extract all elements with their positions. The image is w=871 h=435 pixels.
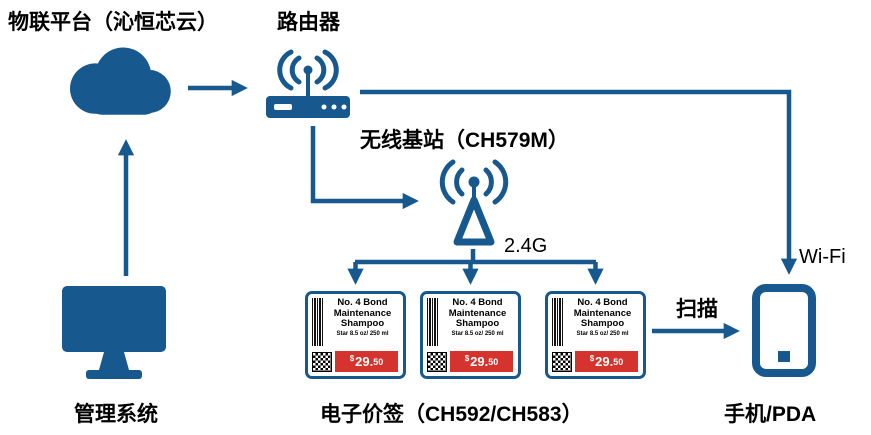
rf-band-label: 2.4G: [504, 235, 548, 257]
router-icon: [266, 49, 350, 118]
tag-title: No. 4 Bond Maintenance Shampoo Star 8.5 …: [442, 297, 513, 346]
price-tag: No. 4 Bond Maintenance Shampoo Star 8.5 …: [545, 291, 646, 379]
price-cents: 50: [373, 356, 384, 367]
price-currency: $: [349, 354, 355, 363]
computer-icon: [62, 286, 166, 379]
tag-title-line3: Shampoo: [455, 318, 500, 330]
basestation-label: 无线基站（CH579M）: [360, 129, 569, 152]
phone-label: 手机/PDA: [724, 403, 817, 426]
tag-top: No. 4 Bond Maintenance Shampoo Star 8.5 …: [427, 297, 513, 346]
price-badge: $ 29. 50: [450, 351, 513, 372]
tag-title-line3: Shampoo: [580, 318, 625, 330]
tag-title: No. 4 Bond Maintenance Shampoo Star 8.5 …: [327, 297, 398, 346]
esl-label: 电子价签（CH592/CH583）: [320, 403, 583, 426]
tag-title-line2: Maintenance: [573, 307, 632, 319]
tag-subtitle: Star 8.5 oz/ 250 ml: [576, 330, 629, 337]
price-currency: $: [464, 354, 470, 363]
price-main: 29.: [470, 354, 489, 369]
scan-label: 扫描: [676, 298, 718, 321]
qr-code-icon: [552, 352, 572, 372]
tag-subtitle: Star 8.5 oz/ 250 ml: [336, 330, 389, 337]
price-main: 29.: [595, 354, 614, 369]
tag-top: No. 4 Bond Maintenance Shampoo Star 8.5 …: [552, 297, 638, 346]
tag-bottom: $ 29. 50: [427, 351, 513, 372]
price-cents: 50: [488, 356, 499, 367]
qr-code-icon: [312, 352, 332, 372]
price-main: 29.: [355, 354, 374, 369]
wifi-label: Wi-Fi: [799, 246, 846, 268]
tag-bottom: $ 29. 50: [312, 351, 398, 372]
tag-title-line2: Maintenance: [333, 307, 392, 319]
tag-title-line1: No. 4 Bond: [452, 297, 503, 308]
qr-code-icon: [427, 352, 447, 372]
basestation-icon: [439, 159, 509, 246]
price-cents: 50: [613, 356, 624, 367]
price-badge: $ 29. 50: [335, 351, 398, 372]
price-tag: No. 4 Bond Maintenance Shampoo Star 8.5 …: [420, 291, 521, 379]
tag-bottom: $ 29. 50: [552, 351, 638, 372]
router-label: 路由器: [277, 11, 340, 34]
price-currency: $: [589, 354, 595, 363]
tag-title: No. 4 Bond Maintenance Shampoo Star 8.5 …: [567, 297, 638, 346]
pc-label: 管理系统: [74, 403, 158, 426]
tag-top: No. 4 Bond Maintenance Shampoo Star 8.5 …: [312, 297, 398, 346]
tag-title-line1: No. 4 Bond: [337, 297, 388, 308]
barcode-icon: [427, 298, 439, 346]
price-tag: No. 4 Bond Maintenance Shampoo Star 8.5 …: [305, 291, 406, 379]
cloud-icon: [70, 47, 171, 115]
cloud-label: 物联平台（沁恒芯云）: [8, 11, 218, 34]
arrow-router-to-phone-wifi: [360, 89, 798, 275]
barcode-icon: [312, 298, 324, 346]
barcode-icon: [552, 298, 564, 346]
tag-title-line3: Shampoo: [340, 318, 385, 330]
price-badge: $ 29. 50: [575, 351, 638, 372]
tag-title-line1: No. 4 Bond: [577, 297, 628, 308]
tag-subtitle: Star 8.5 oz/ 250 ml: [451, 330, 504, 337]
phone-icon: [752, 284, 816, 377]
tag-title-line2: Maintenance: [448, 307, 507, 319]
